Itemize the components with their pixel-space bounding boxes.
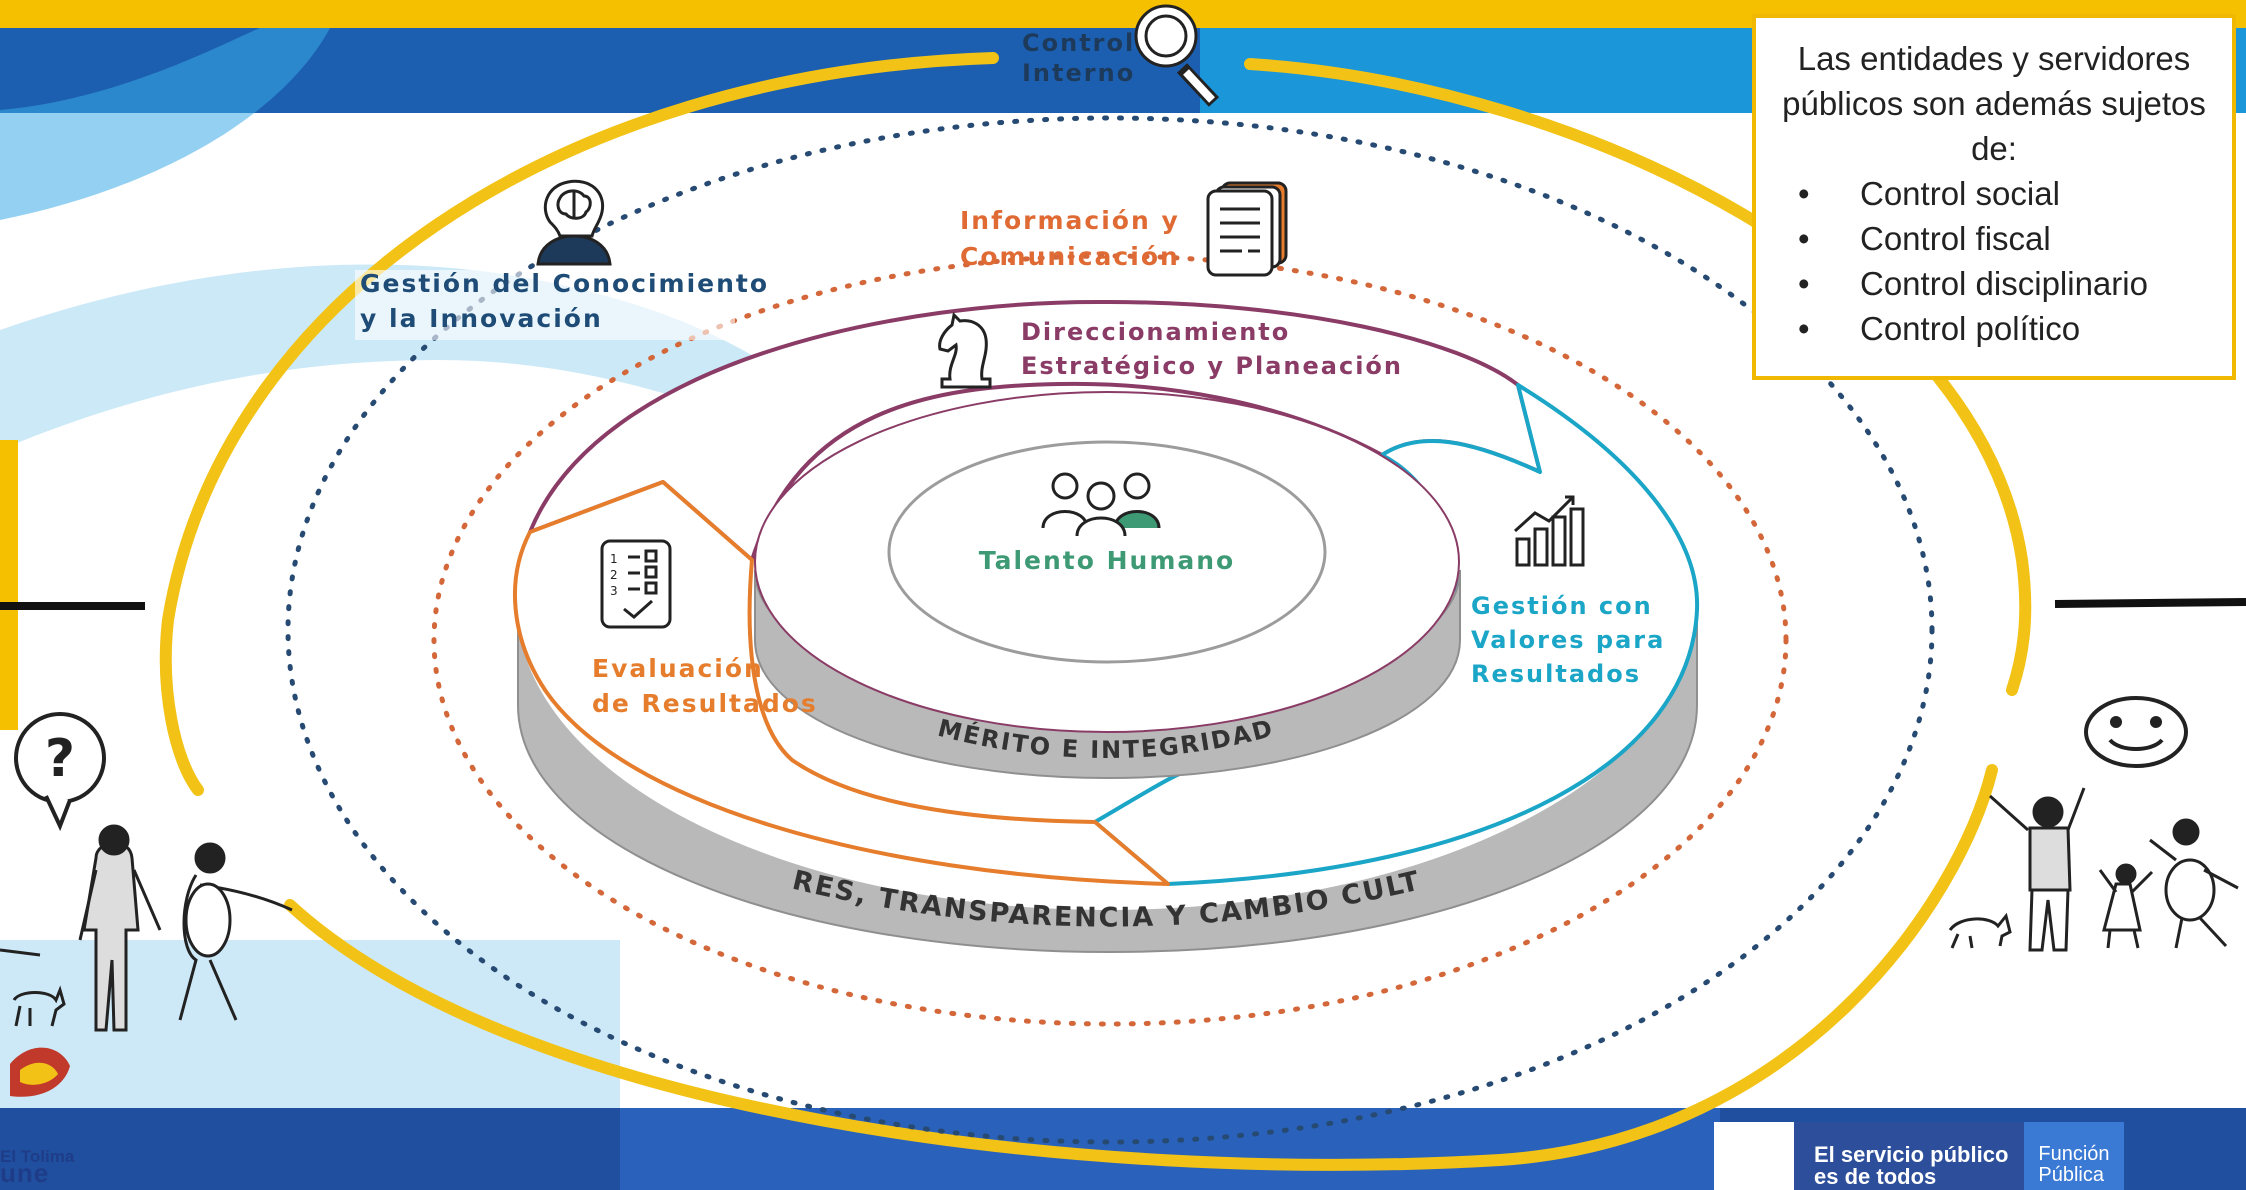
- information-dotted-ring: [431, 253, 1789, 1027]
- people-group-icon: [1041, 472, 1161, 537]
- center-ellipse: [887, 440, 1327, 664]
- control-ring: [159, 52, 999, 796]
- bar-chart-icon: [1513, 495, 1585, 567]
- citizens-illustration-right: [1948, 787, 2239, 952]
- decor-wave: [0, 264, 940, 520]
- informacion-line2: Comunicación: [960, 242, 1180, 271]
- control-interno-line1: Control: [1022, 29, 1135, 57]
- ring-label-mask: [355, 270, 735, 340]
- evaluacion-line1: Evaluación: [592, 654, 764, 683]
- question-mark: ?: [45, 729, 75, 789]
- direccionamiento-line1: Direccionamiento: [1021, 318, 1290, 346]
- tolima-brand: El Tolima une: [0, 1147, 75, 1188]
- control-ring: [284, 764, 1998, 1171]
- callout-list: Control social Control fiscal Control di…: [1776, 171, 2212, 351]
- smiley-icon: [2084, 696, 2188, 768]
- control-interno-line2: Interno: [1022, 59, 1135, 87]
- segment-evaluacion: [513, 480, 1170, 886]
- conocimiento-line2: y la Innovación: [360, 304, 603, 333]
- callout-intro: Las entidades y servidores públicos son …: [1782, 40, 2206, 167]
- seal-area: [1714, 1122, 1794, 1190]
- center-label: Talento Humano: [979, 546, 1235, 575]
- callout-item-control-politico: Control político: [1776, 306, 2212, 351]
- callout-item-control-social: Control social: [1776, 171, 2212, 216]
- direccionamiento-line2: Estratégico y Planeación: [1021, 352, 1403, 380]
- tolima-logo: [10, 1047, 70, 1097]
- decor-light-block: [0, 940, 620, 1110]
- svg-text:3: 3: [610, 584, 618, 598]
- conocimiento-line1: Gestión del Conocimiento: [360, 269, 769, 298]
- svg-text:2: 2: [610, 568, 618, 582]
- tolima-line1: El Tolima: [0, 1147, 75, 1166]
- control-callout: Las entidades y servidores públicos son …: [1752, 14, 2236, 380]
- checklist-icon: 1 2 3: [600, 539, 672, 629]
- footer-brand: El servicio público es de todos Función …: [1714, 1122, 2246, 1190]
- evaluacion-line2: de Resultados: [592, 689, 818, 718]
- callout-item-control-disciplinario: Control disciplinario: [1776, 261, 2212, 306]
- question-bubble: ?: [14, 712, 106, 832]
- magnifier-icon: [1134, 4, 1220, 107]
- knowledge-dotted-ring: [285, 115, 1935, 1145]
- footer-entity: Función Pública: [2024, 1122, 2124, 1190]
- brain-head-icon: [536, 179, 612, 266]
- svg-text:1: 1: [610, 552, 618, 566]
- informacion-line1: Información y: [960, 206, 1180, 235]
- callout-item-control-fiscal: Control fiscal: [1776, 216, 2212, 261]
- documents-icon: [1206, 181, 1288, 277]
- decor-swoosh: [0, 28, 330, 220]
- footer-slogan: El servicio público es de todos: [1794, 1122, 2025, 1190]
- citizens-illustration-left: [0, 824, 293, 1032]
- left-yellow-tab: [0, 440, 18, 730]
- gestion-valores-line1: Gestión con: [1471, 592, 1653, 620]
- gestion-valores-line2: Valores para: [1471, 626, 1665, 654]
- tolima-line2: une: [0, 1158, 50, 1188]
- right-connector-line: [2054, 598, 2246, 608]
- gestion-valores-line3: Resultados: [1471, 660, 1641, 688]
- chess-knight-icon: [938, 311, 992, 389]
